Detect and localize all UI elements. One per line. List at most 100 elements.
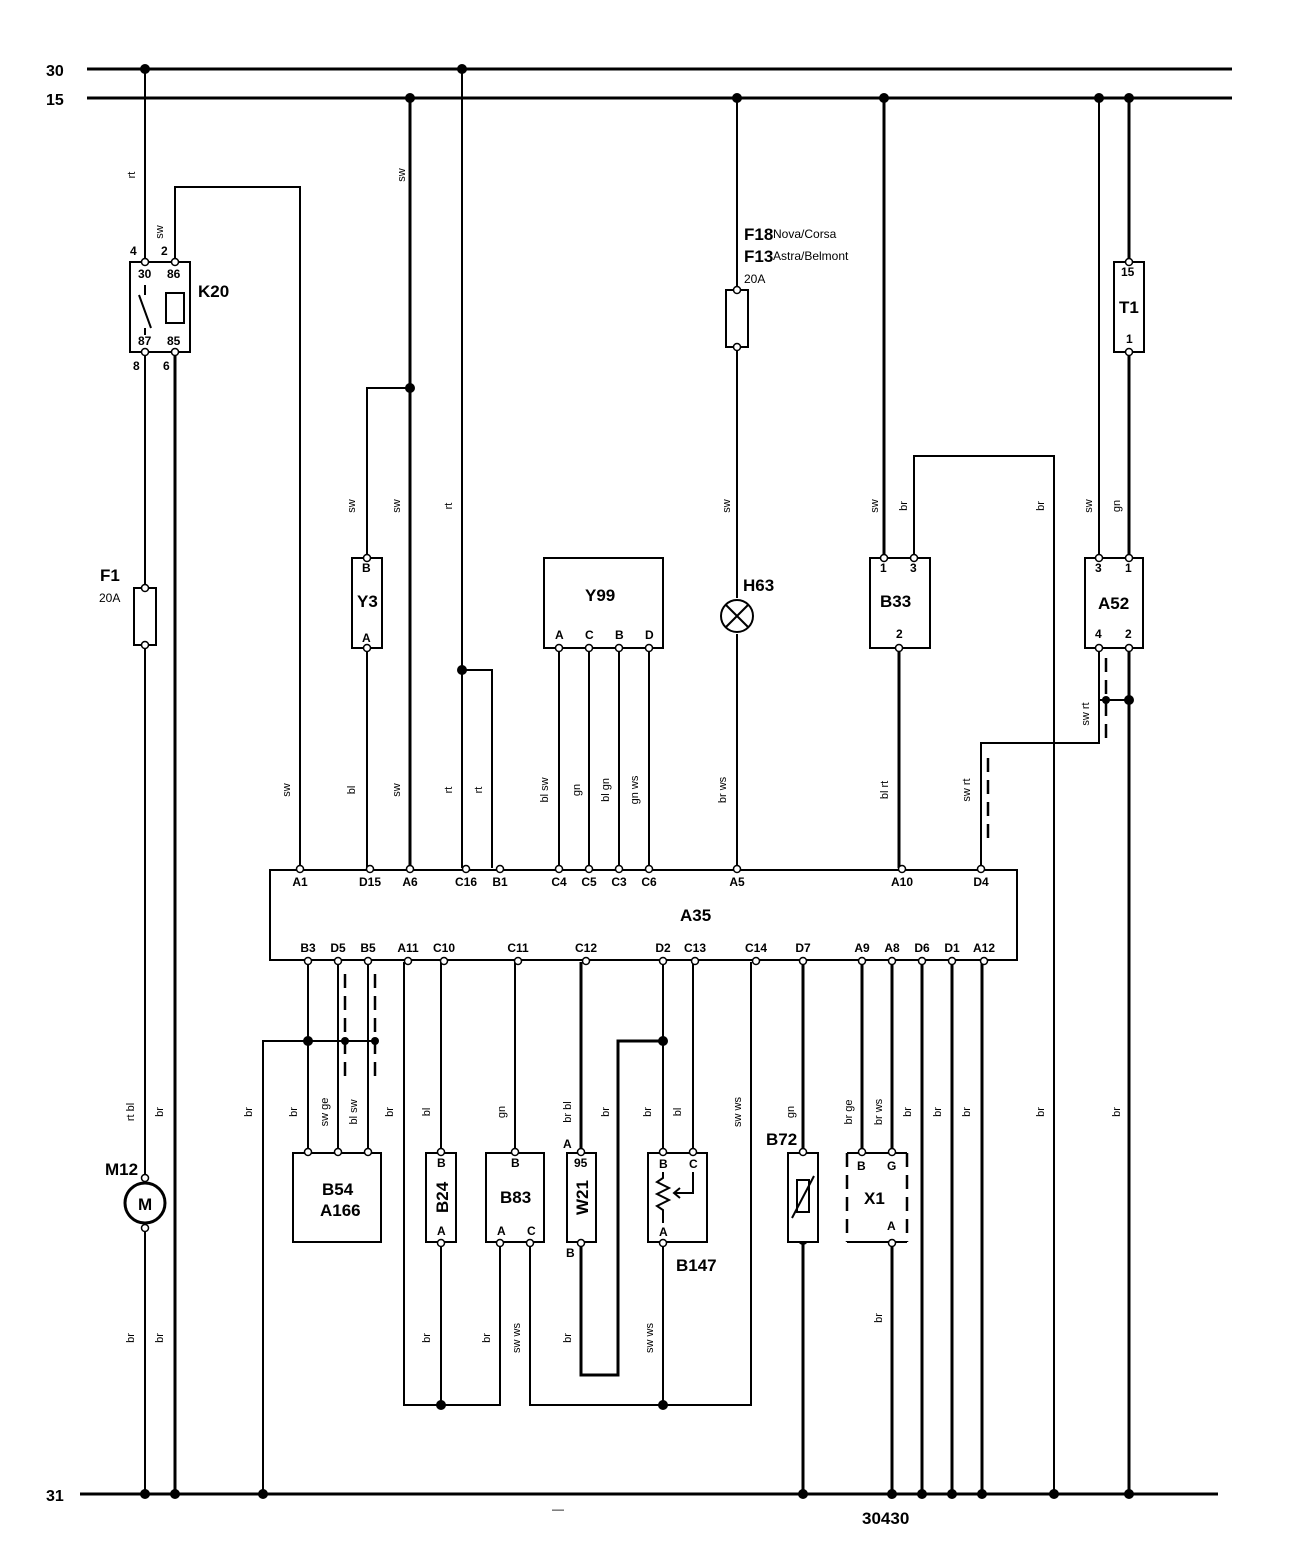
wire-color-label: gn (571, 784, 583, 796)
a35-pin-a10-terminal (897, 864, 907, 874)
b24-pin-b: B (437, 1156, 446, 1170)
a35-pin-a11-terminal (403, 956, 413, 966)
f13-note: Astra/Belmont (773, 249, 849, 263)
wire-color-label: br bl (562, 1101, 574, 1122)
wire-color-label: br (384, 1107, 396, 1117)
k20-pin-86: 86 (167, 267, 181, 281)
wire-color-label: rt (126, 172, 138, 179)
sensor-b147: B C A B147 (647, 1152, 717, 1275)
wire-color-label: br (481, 1333, 493, 1343)
terminal-ring (576, 1238, 586, 1248)
wire-color-label: sw (396, 168, 408, 182)
rail-30-label: 30 (46, 63, 64, 80)
h63-label: H63 (743, 576, 774, 595)
wire-color-label: br (1035, 501, 1047, 511)
a35-pin-b1: B1 (492, 875, 508, 889)
terminal-ring (363, 1147, 373, 1157)
k20-pin-6: 6 (163, 359, 170, 373)
a166-label: A166 (320, 1201, 361, 1220)
w21-pin-b: B (566, 1246, 575, 1260)
a35-pin-d1-terminal (947, 956, 957, 966)
k20-pin-30: 30 (138, 267, 152, 281)
motor-m12: M M12 (105, 1160, 167, 1225)
b147-pin-a: A (659, 1225, 668, 1239)
terminal-ring (1124, 553, 1134, 563)
terminal-ring (1124, 643, 1134, 653)
wire-color-label: sw ws (732, 1097, 744, 1127)
w21-pin-95: 95 (574, 1156, 588, 1170)
terminal-ring (909, 553, 919, 563)
wire-color-label: sw (281, 783, 293, 797)
sensor-b83: B B83 A C (485, 1152, 545, 1243)
relay-k20: K20 4 2 30 86 87 85 8 6 (129, 244, 229, 373)
wire-color-label: br (154, 1107, 166, 1117)
a35-pin-d15-terminal (365, 864, 375, 874)
b54-label: B54 (322, 1180, 354, 1199)
a35-pin-b3-terminal (303, 956, 313, 966)
terminal-ring (303, 1147, 313, 1157)
terminal-ring (170, 257, 180, 267)
wire-color-label: br ge (843, 1099, 855, 1124)
bottom-mark: — (552, 1502, 564, 1516)
f18-label: F18 (744, 225, 773, 244)
terminal-ring (170, 347, 180, 357)
terminal-ring (554, 643, 564, 653)
b33-pin-3: 3 (910, 561, 917, 575)
b24-label: B24 (433, 1181, 452, 1213)
terminal-ring (1094, 553, 1104, 563)
valve-y3: B Y3 A (351, 557, 383, 649)
wire-color-label: bl (346, 786, 358, 795)
y3-pin-b: B (362, 561, 371, 575)
terminal-ring (887, 1238, 897, 1248)
a35-pin-a8: A8 (884, 941, 900, 955)
y3-pin-a: A (362, 631, 371, 645)
sensor-b33: 1 3 B33 2 (869, 557, 931, 649)
wire-color-label: sw (869, 499, 881, 513)
a35-pin-d4: D4 (973, 875, 989, 889)
x1-pin-g: G (887, 1159, 896, 1173)
wire-color-label: sw ws (644, 1323, 656, 1353)
terminal-ring (140, 583, 150, 593)
a35-pin-c16: C16 (455, 875, 477, 889)
fuse-f1: F1 20A (99, 566, 157, 646)
y99-pin-a: A (555, 628, 564, 642)
y3-label: Y3 (357, 592, 378, 611)
wire-color-label: br (288, 1107, 300, 1117)
wire-color-label: bl (672, 1108, 684, 1117)
b147-pin-c: C (689, 1157, 698, 1171)
terminal-ring (510, 1147, 520, 1157)
terminal-ring (732, 285, 742, 295)
f18-note: Nova/Corsa (773, 227, 837, 241)
b83-label: B83 (500, 1188, 531, 1207)
a35-pin-a11: A11 (397, 941, 419, 955)
module-a52: 3 1 A52 4 2 (1084, 557, 1144, 649)
a35-pin-c6-terminal (644, 864, 654, 874)
terminal-ring (576, 1147, 586, 1157)
a35-pin-c5: C5 (581, 875, 597, 889)
wires (144, 69, 1131, 1494)
b83-pin-b: B (511, 1156, 520, 1170)
power-rails: 30 15 31 (46, 63, 1232, 1505)
y99-pin-b: B (615, 628, 624, 642)
a35-pin-c11: C11 (507, 941, 529, 955)
wire-color-label: br (421, 1333, 433, 1343)
wire-color-label: rt (443, 787, 455, 794)
a35-pin-a12-terminal (979, 956, 989, 966)
a35-pin-c16-terminal (461, 864, 471, 874)
a35-pin-d15: D15 (359, 875, 381, 889)
m12-symbol: M (138, 1195, 152, 1214)
terminal-ring (140, 1173, 150, 1183)
terminal-ring (584, 643, 594, 653)
terminal-ring (658, 1147, 668, 1157)
a35-pin-d6: D6 (914, 941, 930, 955)
a35-pin-a6: A6 (402, 875, 418, 889)
f13-label: F13 (744, 247, 773, 266)
wire-color-label: gn (1111, 500, 1123, 512)
wire-color-label: gn (785, 1106, 797, 1118)
wire-color-label: sw (1083, 499, 1095, 513)
b33-label: B33 (880, 592, 911, 611)
wire-color-label: sw rt (1080, 702, 1092, 725)
